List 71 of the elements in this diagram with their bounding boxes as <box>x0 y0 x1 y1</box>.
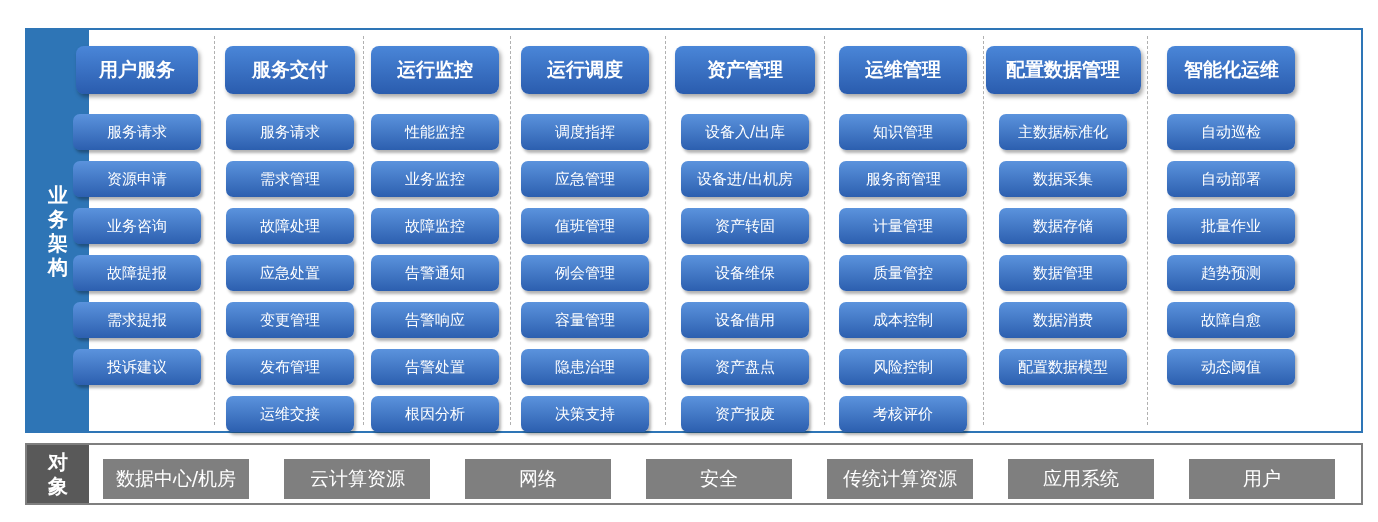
function-tile: 批量作业 <box>1167 208 1295 244</box>
function-tile: 知识管理 <box>839 114 967 150</box>
function-tile: 资产转固 <box>681 208 809 244</box>
object-tile: 云计算资源 <box>284 459 430 499</box>
function-tile: 资产报废 <box>681 396 809 432</box>
function-tile: 应急管理 <box>521 161 649 197</box>
function-tile: 运维交接 <box>226 396 354 432</box>
function-tile: 例会管理 <box>521 255 649 291</box>
function-tile: 设备入/出库 <box>681 114 809 150</box>
function-tile: 数据采集 <box>999 161 1127 197</box>
function-tile: 资产盘点 <box>681 349 809 385</box>
category-header: 服务交付 <box>225 46 355 94</box>
function-tile: 容量管理 <box>521 302 649 338</box>
function-tile: 设备借用 <box>681 302 809 338</box>
category-header: 配置数据管理 <box>985 46 1141 94</box>
function-tile: 隐患治理 <box>521 349 649 385</box>
function-tile: 故障监控 <box>371 208 499 244</box>
function-tile: 值班管理 <box>521 208 649 244</box>
function-tile: 需求管理 <box>226 161 354 197</box>
function-tile: 数据管理 <box>999 255 1127 291</box>
function-tile: 服务请求 <box>73 114 201 150</box>
function-tile: 趋势预测 <box>1167 255 1295 291</box>
function-tile: 发布管理 <box>226 349 354 385</box>
function-tile: 投诉建议 <box>73 349 201 385</box>
section-title: 对象 <box>27 445 89 503</box>
function-tile: 决策支持 <box>521 396 649 432</box>
object-tile: 安全 <box>646 459 792 499</box>
function-tile: 需求提报 <box>73 302 201 338</box>
function-tile: 自动巡检 <box>1167 114 1295 150</box>
object-tile: 应用系统 <box>1008 459 1154 499</box>
function-tile: 成本控制 <box>839 302 967 338</box>
function-tile: 告警响应 <box>371 302 499 338</box>
function-tile: 动态阈值 <box>1167 349 1295 385</box>
function-tile: 服务请求 <box>226 114 354 150</box>
function-tile: 数据存储 <box>999 208 1127 244</box>
object-tile: 传统计算资源 <box>827 459 973 499</box>
function-tile: 故障处理 <box>226 208 354 244</box>
function-tile: 故障提报 <box>73 255 201 291</box>
function-tile: 服务商管理 <box>839 161 967 197</box>
category-header: 运维管理 <box>839 46 967 94</box>
function-tile: 应急处置 <box>226 255 354 291</box>
function-tile: 风险控制 <box>839 349 967 385</box>
function-tile: 根因分析 <box>371 396 499 432</box>
object-tile: 数据中心/机房 <box>103 459 249 499</box>
category-header: 资产管理 <box>675 46 815 94</box>
function-tile: 自动部署 <box>1167 161 1295 197</box>
function-tile: 告警通知 <box>371 255 499 291</box>
category-header: 用户服务 <box>76 46 198 94</box>
function-tile: 调度指挥 <box>521 114 649 150</box>
function-tile: 业务咨询 <box>73 208 201 244</box>
architecture-panel <box>25 28 1363 433</box>
function-tile: 告警处置 <box>371 349 499 385</box>
function-tile: 变更管理 <box>226 302 354 338</box>
function-tile: 设备进/出机房 <box>681 161 809 197</box>
function-tile: 考核评价 <box>839 396 967 432</box>
function-tile: 质量管控 <box>839 255 967 291</box>
function-tile: 业务监控 <box>371 161 499 197</box>
category-header: 智能化运维 <box>1167 46 1295 94</box>
function-tile: 主数据标准化 <box>999 114 1127 150</box>
function-tile: 配置数据模型 <box>999 349 1127 385</box>
object-tile: 用户 <box>1189 459 1335 499</box>
category-header: 运行调度 <box>521 46 649 94</box>
function-tile: 资源申请 <box>73 161 201 197</box>
object-panel <box>25 443 1363 505</box>
function-tile: 性能监控 <box>371 114 499 150</box>
object-tile: 网络 <box>465 459 611 499</box>
function-tile: 故障自愈 <box>1167 302 1295 338</box>
function-tile: 设备维保 <box>681 255 809 291</box>
function-tile: 计量管理 <box>839 208 967 244</box>
category-header: 运行监控 <box>371 46 499 94</box>
function-tile: 数据消费 <box>999 302 1127 338</box>
